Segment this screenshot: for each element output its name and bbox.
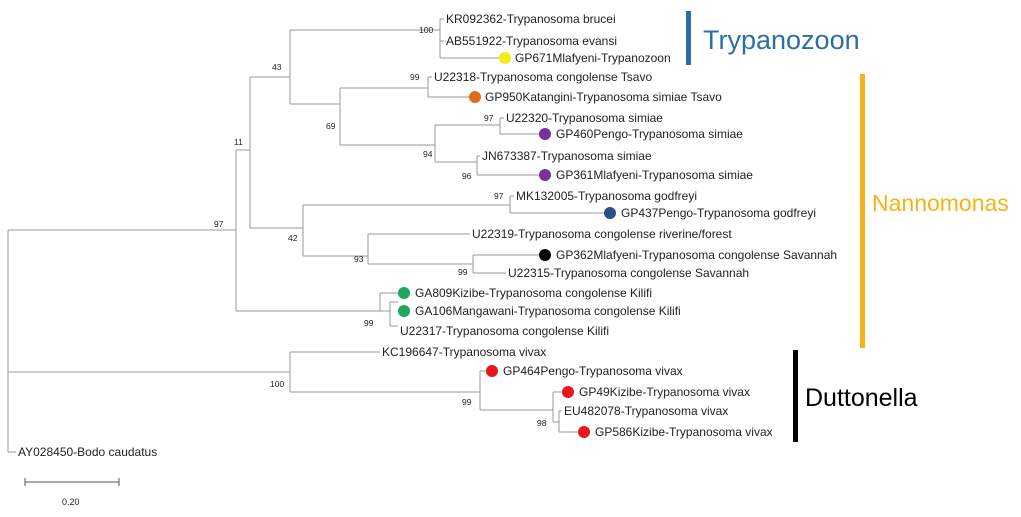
tree-branches	[7, 18, 605, 453]
bootstrap-97: 97	[484, 113, 494, 123]
bootstrap-99: 99	[458, 267, 468, 277]
nannomonas-bar	[860, 74, 865, 348]
branch-n69	[339, 87, 435, 146]
scale-bar-line	[24, 478, 120, 486]
taxon-label: MK132005-Trypanosoma godfreyi	[516, 189, 697, 203]
bootstrap-42: 42	[288, 233, 298, 243]
taxon-label: JN673387-Trypanosoma simiae	[482, 149, 652, 163]
taxon-label: KR092362-Trypanosoma brucei	[446, 12, 616, 26]
dot-gp586	[578, 426, 590, 438]
dot-gp460	[539, 128, 551, 140]
bootstrap-values: 97 11 43 100 69 99 97 94 96 42 97 93 99 …	[214, 25, 547, 428]
sample-dots	[398, 52, 616, 438]
bootstrap-93: 93	[354, 254, 364, 264]
dot-gp361	[539, 169, 551, 181]
bootstrap-97: 97	[214, 219, 224, 229]
bootstrap-11: 11	[234, 137, 243, 147]
dot-gp49	[562, 386, 574, 398]
trypanozoon-label: Trypanozoon	[703, 25, 860, 55]
bootstrap-94: 94	[423, 149, 433, 159]
branch-n94	[434, 124, 500, 163]
taxon-label: GP49Kizibe-Trypanosoma vivax	[579, 385, 750, 399]
branch-n98	[552, 391, 562, 423]
bootstrap-100: 100	[270, 379, 284, 389]
branch-godfreyi	[509, 195, 605, 214]
bootstrap-99: 99	[462, 397, 472, 407]
taxon-label: GP362Mlafyeni-Trypanosoma congolense Sav…	[556, 248, 837, 262]
branch-kilifi	[379, 292, 398, 327]
dot-gp464	[486, 365, 498, 377]
taxon-label: GP586Kizibe-Trypanosoma vivax	[595, 425, 773, 439]
bootstrap-96: 96	[462, 171, 472, 181]
taxon-label: U22320-Trypanosoma simiae	[506, 111, 663, 125]
dot-gp950	[469, 91, 481, 103]
scale-bar-label: 0.20	[62, 497, 80, 507]
bootstrap-99: 99	[364, 318, 374, 328]
bootstrap-100: 100	[419, 25, 433, 35]
bootstrap-99: 99	[410, 72, 420, 82]
branch-savannah	[472, 254, 540, 274]
branch-n42	[302, 204, 510, 257]
taxon-label: KC196647-Trypanosoma vivax	[382, 345, 546, 359]
bootstrap-69: 69	[326, 121, 336, 131]
clade-annotations: Trypanozoon Nannomonas Duttonella	[686, 11, 1009, 442]
branch-n97	[499, 117, 540, 135]
branch-n93	[367, 233, 473, 265]
branch-brucei-evansi	[439, 18, 500, 59]
taxon-labels: KR092362-Trypanosoma brucei AB551922-Try…	[18, 12, 837, 459]
taxon-label: GA809Kizibe-Trypanosoma congolense Kilif…	[415, 286, 652, 300]
branch-tsavo	[427, 76, 470, 98]
trypanozoon-bar	[686, 11, 691, 65]
dot-ga809	[398, 287, 410, 299]
bootstrap-97: 97	[494, 191, 504, 201]
taxon-label: U22317-Trypanosoma congolense Kilifi	[400, 324, 609, 338]
taxon-label: AY028450-Bodo caudatus	[18, 445, 157, 459]
taxon-label: GP361Mlafyeni-Trypanosoma simiae	[556, 168, 753, 182]
branch-trypanozoon	[289, 29, 440, 105]
bootstrap-43: 43	[272, 62, 282, 72]
taxon-label: GA106Mangawani-Trypanosoma congolense Ki…	[415, 304, 681, 318]
duttonella-label: Duttonella	[805, 384, 918, 412]
dot-gp362	[539, 249, 551, 261]
nannomonas-label: Nannomonas	[872, 190, 1009, 216]
branch-n98b	[558, 410, 578, 433]
taxon-label: EU482078-Trypanosoma vivax	[564, 404, 728, 418]
taxon-label: U22318-Trypanosoma congolense Tsavo	[434, 70, 652, 84]
bootstrap-98: 98	[537, 418, 547, 428]
taxon-label: GP671Mlafyeni-Trypanozoon	[515, 51, 671, 65]
branch-n96	[476, 155, 540, 176]
taxon-label: AB551922-Trypanosoma evansi	[446, 34, 617, 48]
taxon-label: GP460Pengo-Trypanosoma simiae	[556, 127, 743, 141]
branch-root	[7, 229, 290, 453]
taxon-label: U22315-Trypanosoma congolense Savannah	[508, 266, 749, 280]
branch-ingroup	[235, 149, 390, 312]
taxon-label: GP950Katangini-Trypanosoma simiae Tsavo	[485, 90, 722, 104]
branch-n11	[249, 76, 303, 229]
branch-duttonella	[289, 351, 480, 393]
dot-gp671	[499, 52, 511, 64]
dot-ga106	[398, 305, 410, 317]
dot-gp437	[604, 207, 616, 219]
scale-bar: 0.20	[24, 478, 120, 507]
taxon-label: U22319-Trypanosoma congolense riverine/f…	[472, 227, 732, 241]
taxon-label: GP437Pengo-Trypanosoma godfreyi	[621, 206, 816, 220]
duttonella-bar	[793, 350, 798, 442]
taxon-label: GP464Pengo-Trypanosoma vivax	[503, 364, 683, 378]
